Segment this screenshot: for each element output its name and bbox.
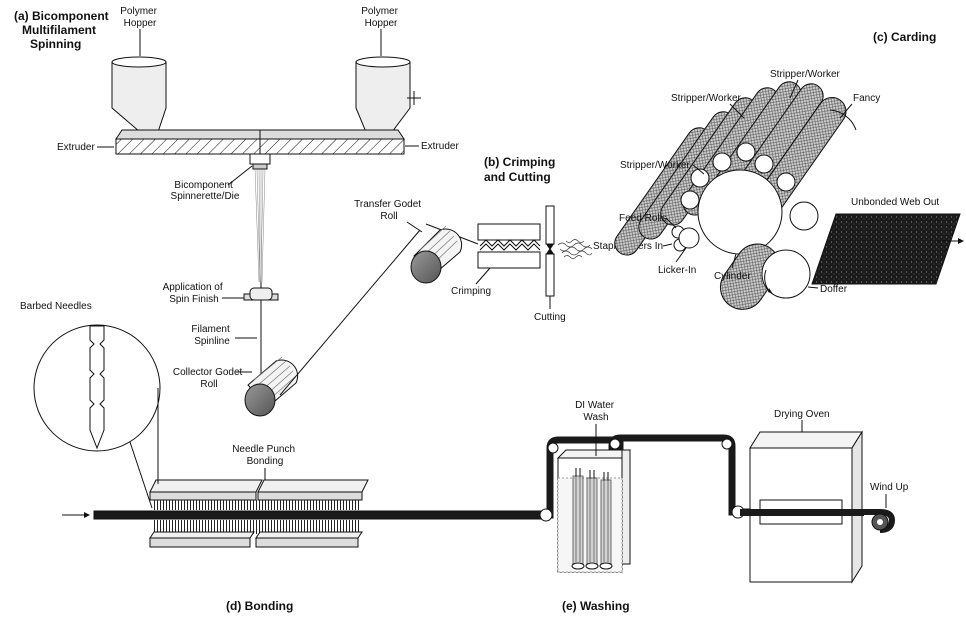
barbed-needle-icon: [89, 325, 105, 450]
section-title-crimping: (b) Crimping and Cutting: [484, 155, 559, 184]
di-water-label: DI Water Wash: [575, 400, 617, 423]
transfer-godet-roll: [410, 225, 463, 284]
drying-oven: [740, 430, 864, 584]
stripper-worker-label-2: Stripper/Worker: [671, 93, 742, 104]
unbonded-web-label: Unbonded Web Out: [851, 197, 939, 208]
main-cylinder: [697, 169, 783, 255]
filament-fan: [254, 168, 266, 283]
section-title-spinning: (a) Bicomponent Multifilament Spinning: [14, 9, 112, 51]
cutting-label: Cutting: [534, 312, 566, 323]
transfer-godet-label: Transfer Godet Roll: [354, 199, 424, 222]
cursor-crosshair-icon: [407, 91, 421, 105]
spin-finish-label: Application of Spin Finish: [163, 282, 226, 305]
wash-belt-out: [608, 434, 760, 516]
extruder-left-label: Extruder: [57, 142, 95, 153]
spinnerette-label: Bicomponent Spinnerette/Die: [171, 180, 240, 202]
licker-in-label: Licker-In: [658, 265, 696, 276]
washing-section: DI Water Wash Drying Oven Wind Up (e) Wa…: [539, 400, 909, 613]
polymer-hopper-left: [111, 56, 167, 133]
extruder-right-label: Extruder: [421, 141, 459, 152]
crimping-label: Crimping: [451, 286, 491, 297]
fiber-tow-line: [279, 229, 421, 396]
unbonded-web: [811, 213, 961, 285]
needle-board-upper: [149, 479, 369, 510]
collector-godet-label: Collector Godet Roll: [173, 367, 245, 390]
section-title-bonding: (d) Bonding: [226, 599, 293, 613]
section-title-carding: (c) Carding: [873, 30, 936, 44]
di-water-wash-tank: [556, 449, 632, 573]
stripper-worker-label-3: Stripper/Worker: [620, 160, 691, 171]
fancy-rotation-arrow: [829, 109, 857, 131]
spin-finish-applicator: [243, 287, 279, 301]
cylinder-label: Cylinder: [714, 271, 751, 282]
licker-in-roll: [678, 227, 700, 249]
spinnerette-die: [249, 153, 271, 165]
crimping-section: (b) Crimping and Cutting Crimping Cuttin…: [451, 155, 673, 323]
feed-rolls-label: Feed Rolls: [619, 213, 667, 224]
polymer-hopper-right: [355, 56, 411, 133]
crimping-rollers: [477, 223, 541, 269]
needle-punch-label: Needle Punch Bonding: [232, 444, 298, 467]
section-title-washing: (e) Washing: [562, 599, 630, 613]
needle-board-lower: [149, 520, 363, 548]
doffer-label: Doffer: [820, 284, 848, 295]
stripper-worker-label-1: Stripper/Worker: [770, 69, 841, 80]
hopper-right-label: Polymer Hopper: [361, 6, 400, 29]
staple-fibers: [557, 239, 593, 259]
cutting-blades: [545, 205, 555, 297]
spinline-label: Filament Spinline: [191, 324, 232, 347]
collector-godet-roll: [244, 356, 299, 417]
wind-up-label: Wind Up: [870, 482, 909, 493]
bonding-section: Needle Punch Bonding Barbed Needles (d) …: [20, 301, 547, 613]
carding-section: (c) Carding Unbonded Web Out: [614, 30, 964, 310]
drying-oven-label: Drying Oven: [774, 409, 830, 420]
web-belt: [93, 510, 547, 520]
hopper-left-label: Polymer Hopper: [120, 6, 159, 29]
spinning-section: (a) Bicomponent Multifilament Spinning P…: [14, 6, 479, 417]
barbed-needles-label: Barbed Needles: [20, 301, 92, 312]
fancy-label: Fancy: [853, 93, 880, 104]
